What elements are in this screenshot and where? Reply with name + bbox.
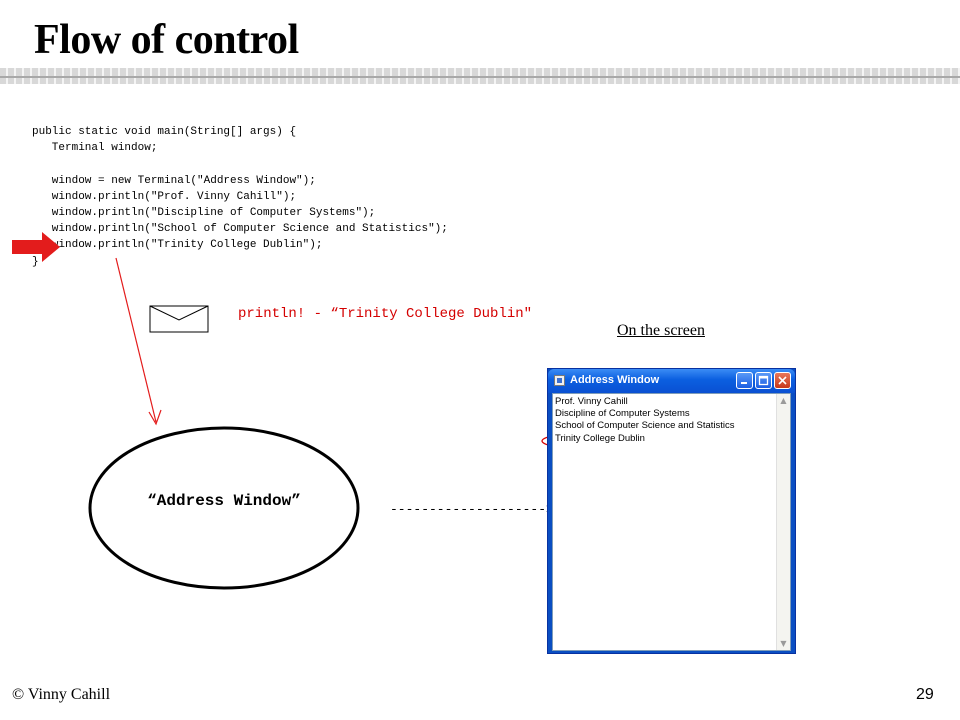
display-arrow: --------------------> (390, 502, 554, 517)
output-line: School of Computer Science and Statistic… (555, 420, 735, 432)
close-icon (778, 376, 787, 385)
maximize-icon (758, 375, 769, 386)
code-line: } (32, 255, 39, 268)
code-line: window.println("Discipline of Computer S… (32, 206, 376, 219)
code-listing: public static void main(String[] args) {… (32, 124, 448, 270)
current-line-arrow-icon (12, 232, 60, 262)
minimize-icon (741, 382, 747, 384)
code-line: window = new Terminal("Address Window"); (32, 174, 316, 187)
code-line: window.println("School of Computer Scien… (32, 223, 448, 236)
page-number: 29 (916, 686, 934, 703)
code-line: public static void main(String[] args) { (32, 126, 297, 138)
window-title: Address Window (570, 374, 660, 386)
maximize-button[interactable] (755, 372, 772, 389)
envelope-icon (149, 305, 209, 333)
screen-label: On the screen (617, 322, 705, 339)
window-titlebar[interactable]: Address Window (548, 369, 795, 393)
message-text: println! - “Trinity College Dublin" (238, 306, 533, 322)
slide-title: Flow of control (34, 17, 299, 63)
output-line: Trinity College Dublin (555, 432, 645, 444)
object-ellipse (88, 426, 360, 590)
copyright: © Vinny Cahill (12, 686, 111, 703)
code-line: window.println("Prof. Vinny Cahill"); (32, 190, 297, 203)
java-app-icon (554, 375, 565, 386)
code-line: Terminal window; (32, 142, 158, 155)
close-button[interactable] (774, 372, 791, 389)
scroll-up-icon[interactable]: ▲ (780, 396, 787, 405)
object-label: “Address Window” (147, 492, 301, 510)
output-line: Discipline of Computer Systems (555, 408, 690, 420)
code-line: window.println("Trinity College Dublin")… (32, 239, 323, 252)
title-divider-line (0, 76, 960, 78)
message-flow-arrowhead (148, 409, 162, 426)
message-flow-line (115, 257, 157, 423)
scroll-down-icon[interactable]: ▼ (780, 639, 787, 648)
minimize-button[interactable] (736, 372, 753, 389)
vertical-scrollbar[interactable]: ▲ ▼ (776, 394, 790, 650)
output-line: Prof. Vinny Cahill (555, 396, 628, 407)
